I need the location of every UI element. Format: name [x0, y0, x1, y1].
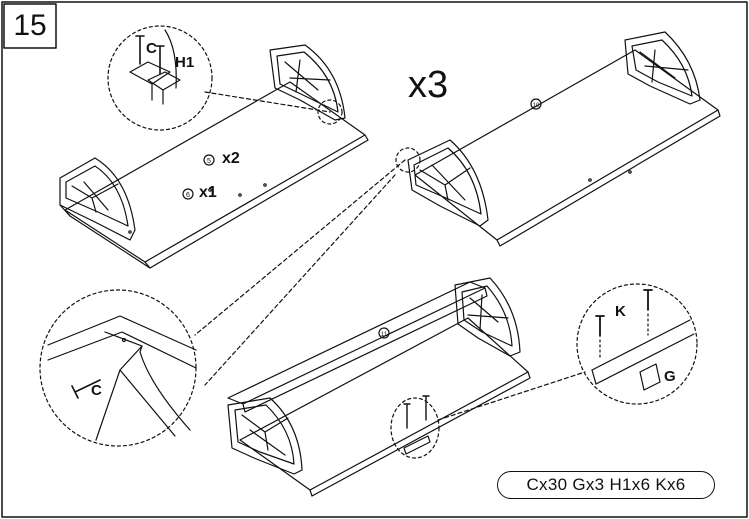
part-6-number: 6: [186, 192, 190, 199]
callout-right-middle-bracket-label: G: [664, 368, 676, 385]
step-number: 15: [13, 9, 47, 42]
panel-three-drawing: [227, 277, 531, 497]
part-5-number: 5: [207, 158, 211, 165]
panel-two-drawing: [407, 31, 721, 247]
part-10-circle: [530, 98, 542, 110]
callout-top-left-screw-label: C: [146, 40, 157, 57]
part-11-number: 11: [381, 332, 388, 338]
repeat-multiplier: x3: [408, 64, 449, 106]
panel-one-drawing: [59, 44, 369, 269]
part-6-quantity: x1: [199, 184, 217, 201]
callout-left-middle-screw-label: C: [91, 382, 102, 399]
part-10-number: 10: [533, 103, 540, 109]
part-5-circle: [203, 154, 215, 166]
part-5-quantity: x2: [222, 150, 240, 167]
part-11-circle: [378, 327, 390, 339]
parts-summary: Cx30 Gx3 H1x6 Kx6: [497, 471, 715, 499]
callout-right-middle: [576, 283, 698, 405]
step-number-box: [3, 3, 57, 49]
callout-right-middle-screw-label: K: [615, 303, 626, 320]
callout-top-left: [107, 25, 343, 131]
callout-left-middle: [39, 289, 197, 447]
callout-top-left-bracket-label: H1: [175, 54, 195, 71]
part-6-circle: [182, 188, 194, 200]
